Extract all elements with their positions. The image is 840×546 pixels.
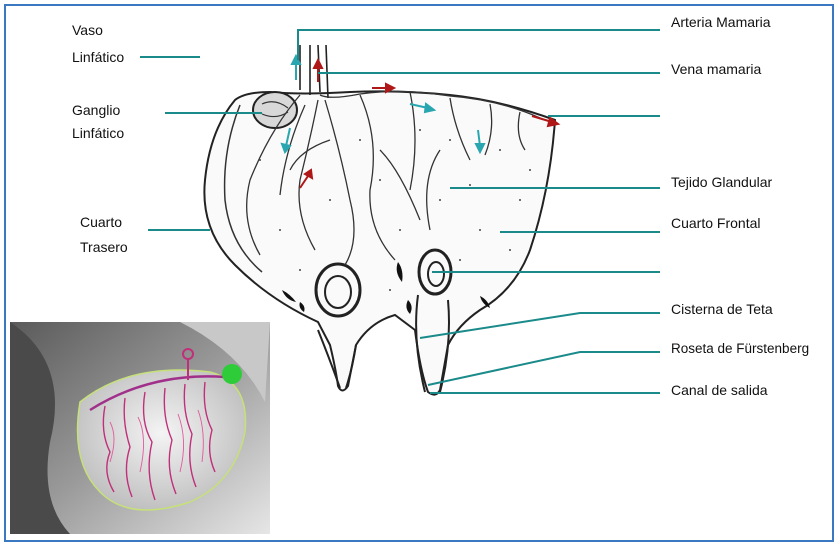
- label-arteria-mamaria: Arteria Mamaria: [671, 12, 771, 32]
- label-roseta-de-furstenberg: Roseta de Fürstenberg: [671, 339, 809, 359]
- label-cuarto-trasero-2: Trasero: [80, 237, 128, 257]
- label-cisterna-de-teta: Cisterna de Teta: [671, 299, 773, 319]
- inset-3d-udder-image: [10, 322, 270, 534]
- label-tejido-glandular: Tejido Glandular: [671, 172, 772, 192]
- label-canal-de-salida: Canal de salida: [671, 380, 768, 400]
- label-cuarto-trasero-1: Cuarto: [80, 212, 122, 232]
- label-vaso-linfatico-2: Linfático: [72, 47, 124, 67]
- mammary-vessels-trunk: [300, 45, 328, 98]
- label-cuarto-frontal: Cuarto Frontal: [671, 213, 760, 233]
- label-ganglio-linfatico-2: Linfático: [72, 123, 124, 143]
- label-vaso-linfatico-1: Vaso: [72, 20, 103, 40]
- lymph-node: [253, 92, 297, 128]
- label-ganglio-linfatico-1: Ganglio: [72, 100, 120, 120]
- label-vena-mamaria: Vena mamaria: [671, 59, 761, 79]
